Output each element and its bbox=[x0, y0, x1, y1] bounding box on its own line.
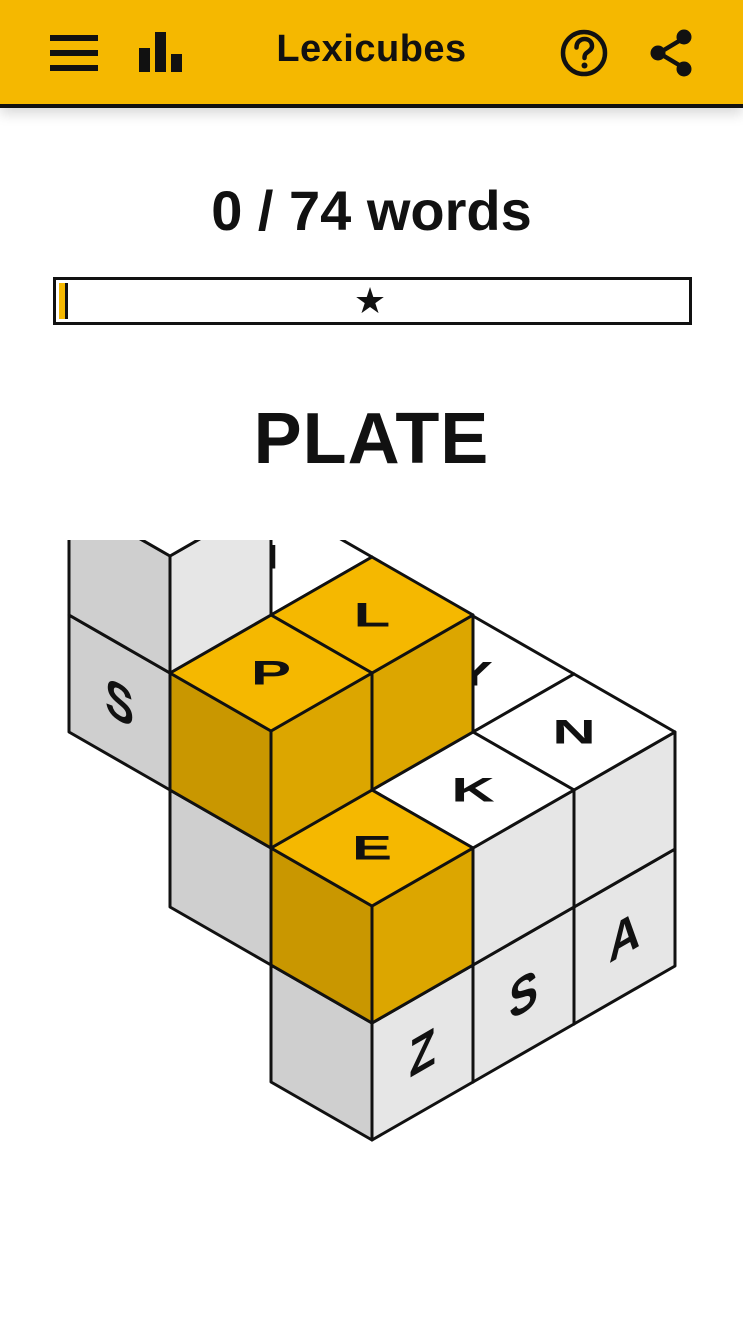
letter-cube[interactable]: R bbox=[67, 540, 273, 675]
current-word: PLATE bbox=[253, 399, 490, 479]
app-title: Lexicubes bbox=[276, 28, 467, 70]
cube-letter: N bbox=[552, 713, 595, 751]
cube-letter: L bbox=[354, 596, 391, 634]
help-icon[interactable] bbox=[557, 26, 611, 80]
progress-fill bbox=[59, 283, 68, 319]
star-icon: ★ bbox=[353, 280, 387, 321]
menu-icon[interactable] bbox=[47, 26, 101, 80]
cube-letter: E bbox=[352, 829, 392, 867]
share-icon[interactable] bbox=[645, 26, 699, 80]
app-header: Lexicubes bbox=[0, 0, 743, 108]
words-progress-text: 0 / 74 words bbox=[211, 179, 532, 242]
stats-icon[interactable] bbox=[135, 26, 189, 80]
progress-bar: ★ bbox=[53, 277, 692, 325]
cube-letter: K bbox=[451, 771, 494, 809]
cube-board[interactable]: ROHASZAYLNATKNEILSHPR bbox=[0, 540, 743, 1280]
letter-cube[interactable]: E bbox=[269, 788, 475, 1025]
cube-face-right[interactable] bbox=[168, 540, 273, 675]
cube-letter: P bbox=[251, 654, 291, 692]
cube-face-top[interactable] bbox=[69, 540, 271, 558]
letter-cube[interactable]: P bbox=[168, 613, 374, 850]
